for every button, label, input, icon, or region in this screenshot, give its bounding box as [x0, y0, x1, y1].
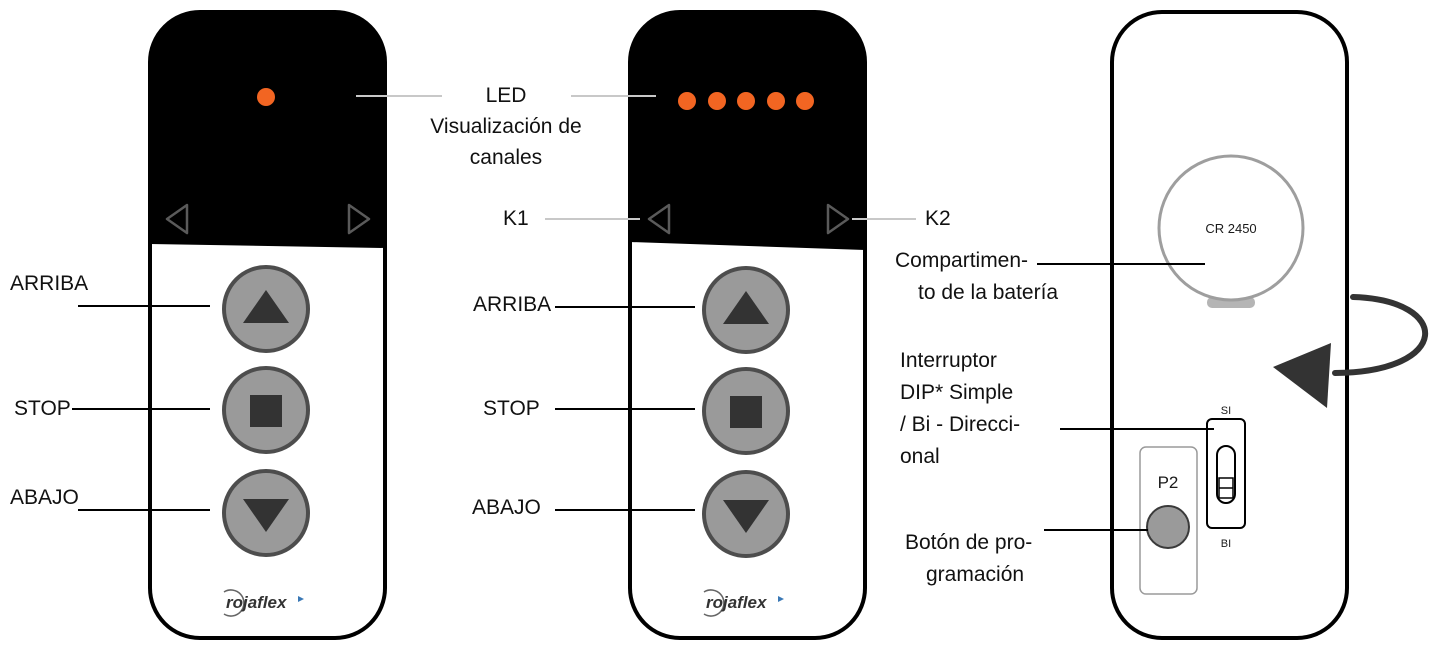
dip-switch[interactable]: SI BI	[1206, 405, 1246, 550]
k1-arrow-icon[interactable]	[647, 203, 671, 235]
rotate-arrow-icon	[1273, 294, 1429, 408]
remote-middle-down-button[interactable]	[702, 470, 790, 558]
channel-left-arrow-icon	[165, 203, 189, 235]
remote-left-logo: rojaflex	[223, 589, 304, 617]
dip-label-line1: Interruptor	[900, 349, 997, 372]
battery-label-line1: Compartimen-	[895, 249, 1029, 272]
remote-middle-led-row	[678, 92, 814, 110]
down-arrow-icon	[723, 500, 769, 533]
remote-left-display-panel	[150, 12, 385, 248]
remote-back: CR 2450 SI BI P2	[1037, 10, 1429, 640]
program-label-line1: Botón de pro-	[905, 531, 1033, 554]
dip-label-line2: DIP* Simple	[900, 381, 1014, 404]
left-down-label: ABAJO	[10, 486, 79, 509]
svg-text:rojaflex: rojaflex	[706, 593, 768, 612]
remote-middle-body	[628, 10, 867, 640]
remote-left-down-button[interactable]	[222, 469, 310, 557]
remote-middle: rojaflex	[356, 10, 916, 640]
remote-left-stop-button[interactable]	[222, 366, 310, 454]
dip-label-line4: onal	[900, 445, 940, 468]
battery-label-line2: to de la batería	[918, 281, 1059, 304]
middle-up-label: ARRIBA	[473, 293, 552, 316]
middle-stop-label: STOP	[483, 397, 540, 420]
remote-middle-up-button[interactable]	[702, 266, 790, 354]
remote-left-led	[257, 88, 275, 106]
stop-square-icon	[730, 396, 762, 428]
led-label: LED	[485, 84, 527, 107]
stop-square-icon	[250, 395, 282, 427]
program-label-line2: gramación	[926, 563, 1025, 586]
channel-display-label-line2: canales	[469, 146, 543, 169]
k1-label: K1	[503, 207, 529, 230]
left-stop-label: STOP	[14, 397, 71, 420]
k2-label: K2	[925, 207, 951, 230]
remote-left-up-button[interactable]	[222, 265, 310, 353]
svg-text:rojaflex: rojaflex	[226, 593, 288, 612]
dip-switch-top-label: SI	[1221, 405, 1231, 417]
remote-middle-stop-button[interactable]	[702, 367, 790, 455]
program-button-area: P2	[1139, 446, 1198, 595]
remote-left-body	[148, 10, 387, 640]
down-arrow-icon	[243, 499, 289, 532]
left-up-label: ARRIBA	[10, 272, 89, 295]
p2-label: P2	[1158, 473, 1179, 492]
channel-right-arrow-icon	[347, 203, 371, 235]
middle-down-label: ABAJO	[472, 496, 541, 519]
remote-middle-logo: rojaflex	[703, 589, 784, 617]
dip-switch-bottom-label: BI	[1221, 538, 1231, 550]
remote-left: rojaflex	[72, 10, 387, 640]
remote-middle-display-panel	[630, 12, 865, 250]
channel-display-label-line1: Visualización de	[430, 115, 582, 138]
up-arrow-icon	[723, 291, 769, 324]
battery-model-label: CR 2450	[1205, 221, 1256, 236]
dip-label-line3: / Bi - Direcci-	[900, 413, 1021, 436]
k2-arrow-icon[interactable]	[826, 203, 850, 235]
program-button[interactable]	[1146, 505, 1190, 549]
up-arrow-icon	[243, 290, 289, 323]
